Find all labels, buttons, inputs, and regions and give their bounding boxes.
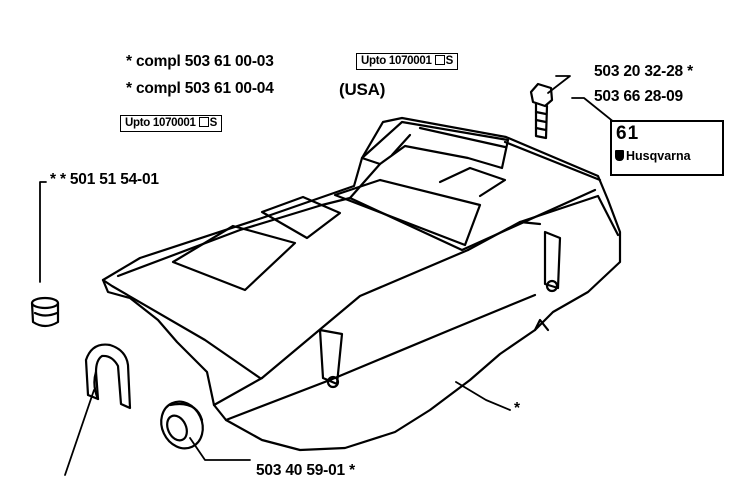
upto-text-1: Upto 1070001 [361, 55, 432, 67]
plug [30, 296, 60, 328]
part-screw-label: 503 20 32-28 * [594, 63, 693, 80]
crown-icon [615, 150, 624, 161]
part-grommet-label: 503 40 59-01 * [256, 462, 355, 479]
compl-label-2: * compl 503 61 00-04 [126, 80, 274, 97]
usa-label: (USA) [339, 80, 386, 99]
decal-number: 61 [616, 123, 640, 144]
part-decal-label: 503 66 28-09 [594, 88, 683, 105]
chain-brake-cover [101, 116, 622, 452]
compl-label-1: * compl 503 61 00-03 [126, 53, 274, 70]
decal-brand-row: Husqvarna [615, 149, 691, 163]
upto-suffix-2: S [209, 117, 218, 129]
cover-plate [84, 343, 132, 410]
decal-badge: 61 Husqvarna [610, 120, 724, 176]
part-plug-label: * * 501 51 54-01 [50, 171, 159, 188]
grommet [160, 400, 204, 450]
upto-text-2: Upto 1070001 [125, 117, 196, 129]
upto-suffix-1: S [445, 55, 454, 67]
upto-box-1: Upto 1070001 S [356, 53, 458, 70]
leader-lines [39, 75, 631, 476]
square-icon [198, 117, 209, 127]
square-icon [434, 55, 445, 65]
upto-box-2: Upto 1070001 S [120, 115, 222, 132]
decal-brand: Husqvarna [626, 149, 691, 163]
cover-star-label: * [514, 400, 520, 417]
screw [529, 82, 554, 140]
